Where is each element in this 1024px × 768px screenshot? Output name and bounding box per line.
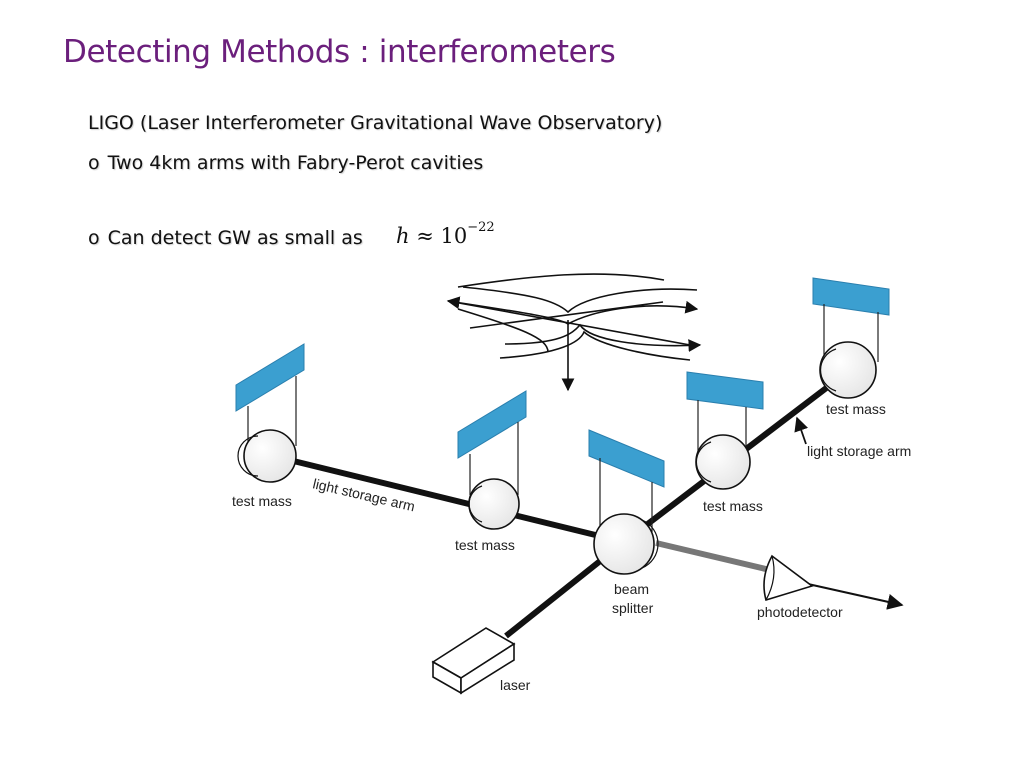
bullet-marker: o xyxy=(88,152,100,174)
label-test-mass-left: test mass xyxy=(232,493,292,509)
detector-beam xyxy=(655,540,771,573)
label-photodetector: photodetector xyxy=(757,604,843,620)
bullet-arms: o Two 4km arms with Fabry-Perot cavities xyxy=(88,152,483,174)
formula-rel: ≈ xyxy=(416,224,434,248)
label-splitter: splitter xyxy=(612,600,654,616)
bullet-text: Two 4km arms with Fabry-Perot cavities xyxy=(107,152,484,174)
left-arm xyxy=(272,453,625,545)
bullet-sensitivity: o Can detect GW as small as xyxy=(88,227,363,249)
mirror-mid xyxy=(457,390,527,495)
test-mass-right xyxy=(695,434,751,490)
label-arm-right: light storage arm xyxy=(807,443,911,459)
formula-var: h xyxy=(396,224,410,248)
subtitle: LIGO (Laser Interferometer Gravitational… xyxy=(88,112,663,134)
bullet-text: Can detect GW as small as xyxy=(107,227,363,249)
label-laser: laser xyxy=(500,677,531,693)
test-mass-mid xyxy=(468,478,520,530)
label-test-mass-far: test mass xyxy=(826,401,886,417)
slide-title: Detecting Methods : interferometers xyxy=(63,34,616,70)
gravitational-wave-icon xyxy=(446,273,702,392)
photodetector-icon xyxy=(763,554,814,602)
label-beam: beam xyxy=(614,581,649,597)
mirror-left xyxy=(235,343,305,446)
output-arrow xyxy=(807,583,904,610)
label-test-mass-mid: test mass xyxy=(455,537,515,553)
mirror-right xyxy=(686,371,764,458)
mirror-beam-splitter xyxy=(588,429,665,532)
formula-base: 10 xyxy=(440,224,468,248)
mirror-far xyxy=(812,277,890,362)
strain-formula: h ≈ 10−22 xyxy=(396,220,495,248)
test-mass-far xyxy=(819,341,877,399)
laser-icon xyxy=(431,627,516,695)
arm-pointer-arrow xyxy=(794,416,809,445)
bullet-marker: o xyxy=(88,227,100,249)
formula-exp: −22 xyxy=(467,220,495,235)
label-test-mass-right: test mass xyxy=(703,498,763,514)
beam-splitter-mass xyxy=(593,513,659,575)
test-mass-left xyxy=(237,429,297,483)
